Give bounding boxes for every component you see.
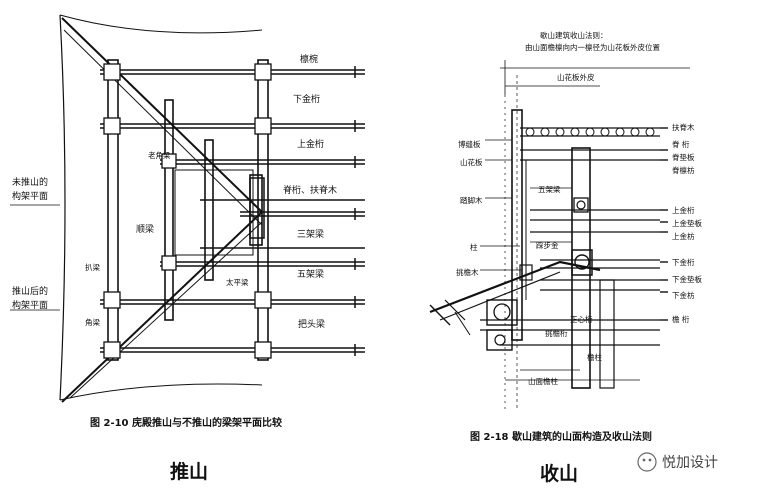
label-caibu: 踩步金	[536, 240, 559, 250]
label-r1: 扶脊木	[672, 122, 695, 132]
label-shanhua: 山花板外皮	[557, 72, 595, 82]
label-top-2: 由山面檐檩向内一檩径为山花板外皮位置	[525, 42, 660, 52]
label-pen1: 正心桁	[570, 314, 593, 324]
wechat-icon	[637, 452, 657, 472]
label-sanjialiang: 三架梁	[297, 228, 324, 240]
label-bofeng: 博缝板	[458, 139, 481, 149]
label-laojiaoliang: 老角梁	[148, 150, 171, 160]
label-top-1: 歇山建筑收山法则：	[540, 30, 608, 40]
label-r4: 脊檩枋	[672, 165, 695, 175]
label-linchu: 檩椀	[300, 53, 318, 65]
right-caption: 图 2-18 歇山建筑的山面构造及收山法则	[470, 430, 652, 443]
right-section	[429, 60, 690, 410]
label-pen3: 檐柱	[587, 352, 602, 362]
label-shunliang: 顺梁	[136, 223, 154, 235]
label-after-1: 推山后的	[12, 285, 48, 297]
label-bajiaoliang: 把头梁	[298, 318, 325, 330]
label-qiaoleft: 角梁	[85, 317, 100, 327]
label-r9: 下金垫板	[672, 274, 702, 284]
eave-curve-left	[59, 14, 66, 401]
label-r7: 上金枋	[672, 231, 695, 241]
watermark-text: 悦加设计	[662, 455, 718, 471]
label-pen4: 山面檐柱	[528, 376, 558, 386]
label-xiajinheng: 下金桁	[293, 93, 320, 105]
label-r11: 檐 桁	[672, 314, 690, 324]
hip-rafter-lower-2	[69, 221, 263, 399]
label-before-2: 构架平面	[12, 190, 48, 202]
eave-curve-top	[59, 14, 263, 34]
label-zhu: 柱	[470, 242, 478, 252]
label-r10: 下金枋	[672, 290, 695, 300]
label-tiaoyan: 挑檐木	[456, 267, 479, 277]
right-labels: 歇山建筑收山法则： 由山面檐檩向内一檩径为山花板外皮位置 山花板外皮 博缝板 山…	[456, 30, 702, 485]
label-wujialiang: 五架梁	[297, 268, 324, 280]
label-r8: 下金桁	[672, 257, 695, 267]
label-shangjinheng: 上金桁	[297, 138, 324, 150]
label-r3: 脊垫板	[672, 152, 695, 162]
label-niangliang: 扒梁	[85, 262, 100, 272]
label-r2: 脊 桁	[672, 139, 690, 149]
eave-curve-bottom	[59, 383, 263, 401]
label-jiheng: 脊桁、扶脊木	[283, 184, 337, 196]
hip-rafter-upper	[61, 17, 263, 213]
label-taiping: 太平梁	[226, 277, 249, 287]
label-shanban: 山花板	[460, 157, 483, 167]
hip-rafter-lower	[61, 211, 263, 403]
wechat-eye-left	[642, 458, 646, 462]
label-before-1: 未推山的	[12, 176, 48, 188]
label-pen2: 挑檐桁	[545, 328, 568, 338]
label-wujia: 五架梁	[538, 185, 561, 194]
label-tashou: 踏脚木	[460, 195, 483, 205]
label-after-2: 构架平面	[12, 299, 48, 311]
left-title: 推山	[170, 460, 208, 483]
wechat-eye-right	[648, 458, 652, 462]
left-plan	[10, 14, 365, 403]
left-labels: 檩椀 下金桁 上金桁 脊桁、扶脊木 三架梁 五架梁 把头梁 老角梁 顺梁 扒梁 …	[12, 53, 337, 483]
left-caption: 图 2-10 庑殿推山与不推山的梁架平面比较	[90, 416, 282, 429]
right-title: 收山	[540, 462, 578, 485]
label-r5: 上金桁	[672, 205, 695, 215]
label-r6: 上金垫板	[672, 218, 702, 228]
watermark: 悦加设计	[637, 452, 718, 472]
